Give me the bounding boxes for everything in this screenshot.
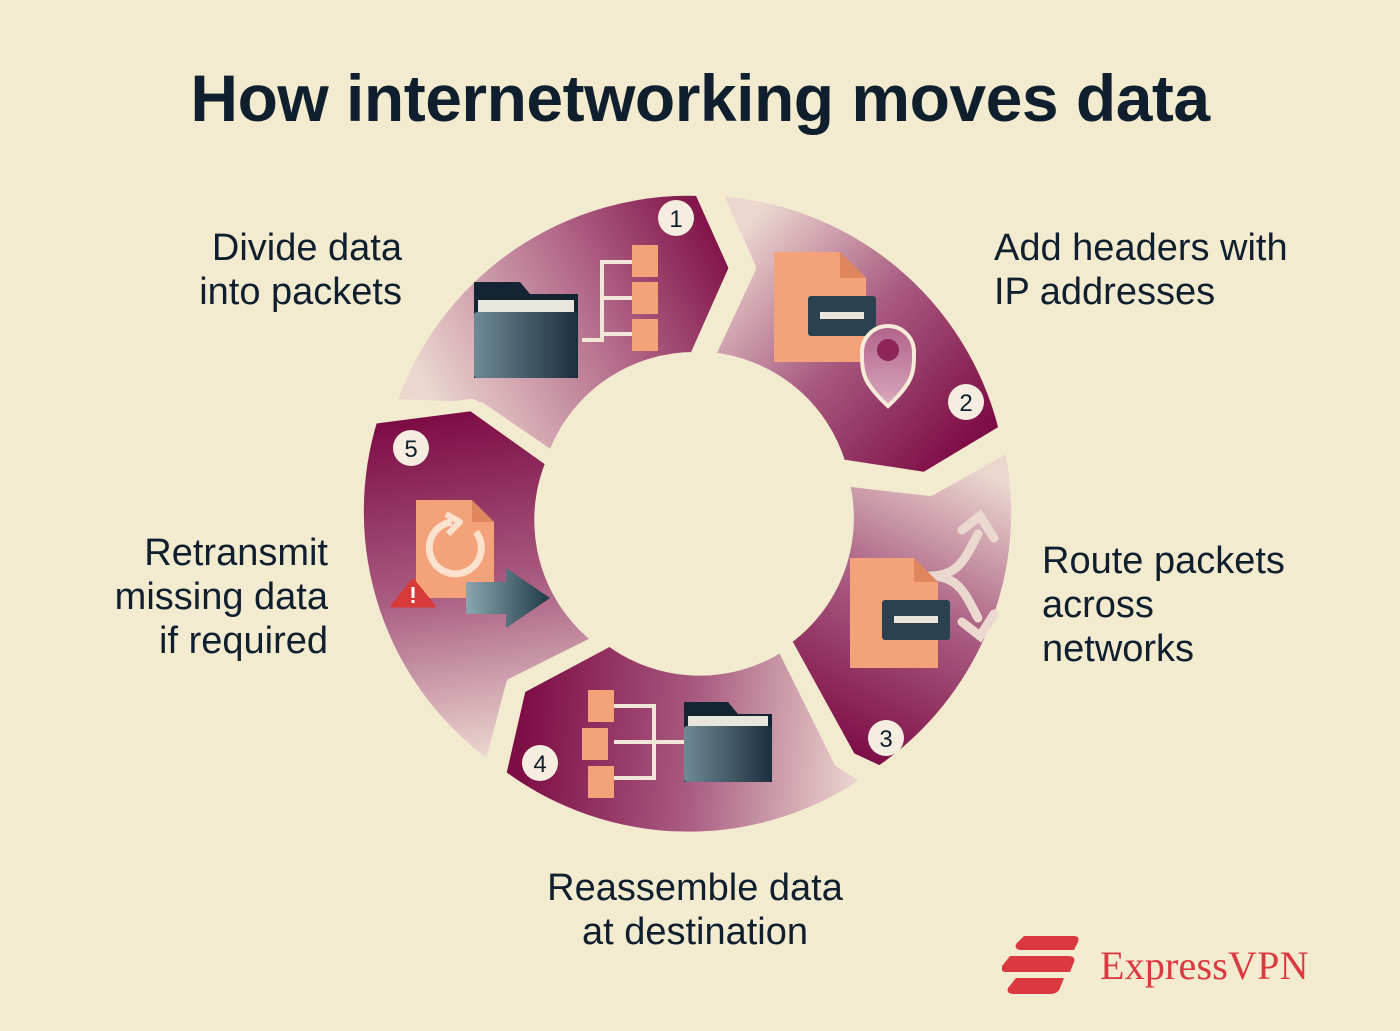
step-label-line: networks (1042, 628, 1195, 670)
folder-icon (474, 282, 578, 378)
document-icon (850, 558, 950, 668)
svg-text:5: 5 (404, 436, 417, 463)
svg-text:4: 4 (533, 751, 546, 778)
svg-text:2: 2 (959, 390, 972, 417)
step-label-line: Reassemble data (547, 867, 843, 909)
step-label-line: at destination (581, 911, 809, 953)
step-label-line: Retransmit (144, 532, 328, 574)
step-badge-1: 1 (658, 200, 694, 236)
packet-tree-icon (582, 260, 634, 342)
warning-icon (390, 578, 436, 608)
step-label-line: into packets (199, 271, 402, 313)
step-label-line: IP addresses (994, 271, 1216, 313)
step-label-line: Divide data (211, 227, 402, 269)
step-badge-2: 2 (948, 384, 984, 420)
step-label-3: Route packets across networks (1042, 539, 1285, 671)
svg-text:1: 1 (669, 206, 682, 233)
step-label-2: Add headers with IP addresses (994, 226, 1288, 314)
brand-name: ExpressVPN (1100, 942, 1309, 988)
step-label-line: if required (159, 620, 328, 662)
step-label-line: missing data (114, 576, 328, 618)
document-icon (774, 252, 876, 362)
expressvpn-logo-icon (1002, 936, 1079, 994)
route-arrows-icon (925, 509, 999, 643)
arrow-right-icon (466, 568, 550, 628)
step-label-line: Add headers with (994, 227, 1288, 269)
page-title: How internetworking moves data (190, 61, 1210, 135)
step-badge-3: 3 (868, 720, 904, 756)
step-label-4: Reassemble data at destination (530, 866, 860, 954)
brand-logo: ExpressVPN (1002, 934, 1309, 996)
packet-icon (582, 690, 614, 798)
location-pin-icon (859, 324, 917, 409)
step-badge-4: 4 (522, 745, 558, 781)
step-label-5: Retransmit missing data if required (60, 531, 328, 663)
svg-text:3: 3 (879, 726, 892, 753)
step-badge-5: 5 (393, 430, 429, 466)
folder-icon (684, 702, 772, 782)
document-icon (416, 500, 494, 598)
packet-tree-icon (614, 704, 690, 780)
step-label-line: Route packets (1042, 540, 1285, 582)
refresh-icon (425, 511, 485, 578)
step-label-line: across (1042, 584, 1154, 626)
packet-icon (632, 245, 658, 351)
step-label-1: Divide data into packets (100, 226, 402, 314)
